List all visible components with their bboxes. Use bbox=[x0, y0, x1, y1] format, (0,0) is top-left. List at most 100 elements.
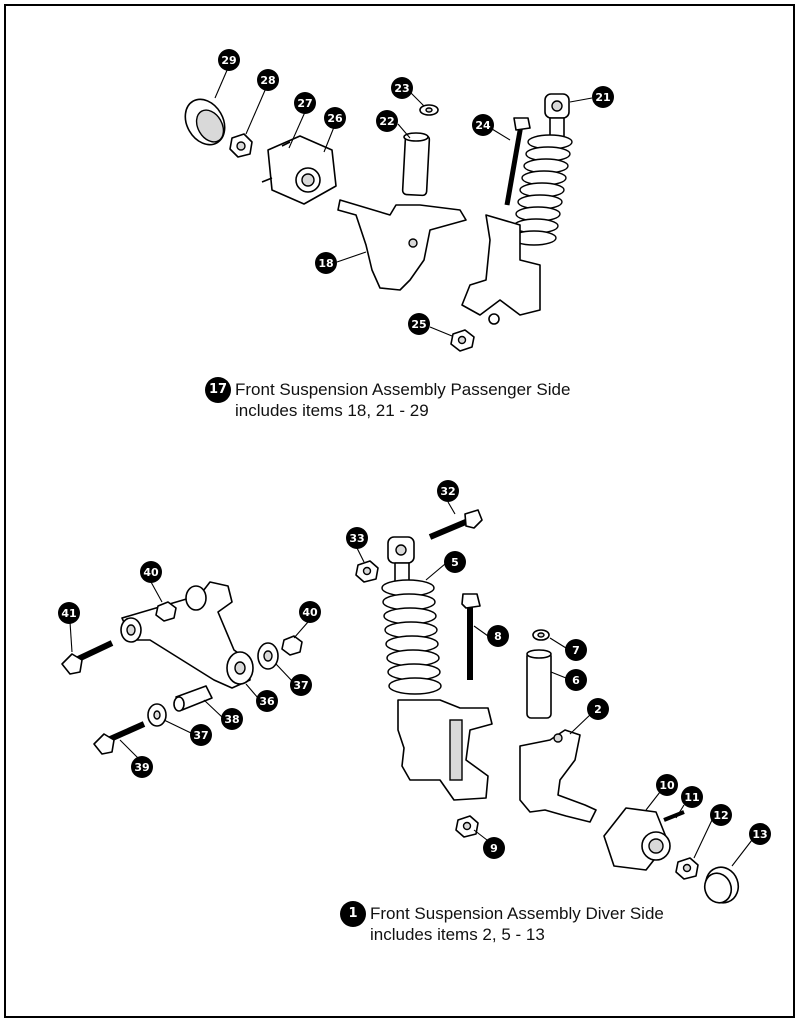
part-nut-9 bbox=[455, 815, 479, 838]
callout-24: 24 bbox=[472, 114, 494, 136]
part-hub-26-27 bbox=[261, 135, 337, 205]
part-bolt-32 bbox=[428, 509, 483, 540]
caption-passenger-items: includes items 18, 21 - 29 bbox=[235, 401, 429, 420]
part-nut-25 bbox=[450, 329, 475, 352]
part-bolt-24 bbox=[504, 117, 531, 206]
part-dust-cap-29 bbox=[184, 98, 226, 146]
assembly-badge-17: 17 bbox=[205, 377, 231, 403]
caption-driver-items: includes items 2, 5 - 13 bbox=[370, 925, 545, 944]
callout-5: 5 bbox=[444, 551, 466, 573]
svg-text:40: 40 bbox=[143, 566, 159, 579]
svg-text:22: 22 bbox=[379, 115, 394, 128]
part-bushing-37-right bbox=[257, 642, 279, 670]
driver-callouts: 32 33 5 40 41 40 8 7 6 37 36 38 37 39 2 … bbox=[58, 480, 771, 859]
callout-38: 38 bbox=[221, 708, 243, 730]
svg-text:26: 26 bbox=[327, 112, 343, 125]
svg-text:12: 12 bbox=[713, 809, 728, 822]
callout-40-right: 40 bbox=[299, 601, 321, 623]
callout-11: 11 bbox=[681, 786, 703, 808]
driver-side-parts bbox=[61, 501, 753, 904]
svg-text:11: 11 bbox=[684, 791, 699, 804]
part-spindle-2 bbox=[519, 729, 597, 823]
part-nut-33 bbox=[355, 560, 379, 583]
passenger-callouts: 29 28 27 26 23 22 24 21 18 25 bbox=[218, 49, 614, 335]
caption-driver-title: Front Suspension Assembly Diver Side bbox=[370, 904, 664, 923]
part-hub-10 bbox=[603, 807, 671, 871]
svg-text:32: 32 bbox=[440, 485, 455, 498]
svg-text:18: 18 bbox=[318, 257, 333, 270]
callout-27: 27 bbox=[294, 92, 316, 114]
part-stud-11 bbox=[663, 810, 685, 822]
part-nut-40-upper bbox=[155, 601, 177, 622]
part-nut-40-right bbox=[281, 635, 303, 656]
part-nut-12 bbox=[675, 857, 699, 880]
svg-text:8: 8 bbox=[494, 630, 502, 643]
callout-29: 29 bbox=[218, 49, 240, 71]
callout-2: 2 bbox=[587, 698, 609, 720]
callout-41: 41 bbox=[58, 602, 80, 624]
callout-28: 28 bbox=[257, 69, 279, 91]
caption-driver-assembly: 1 Front Suspension Assembly Diver Side i… bbox=[340, 901, 740, 951]
part-bolt-41 bbox=[61, 640, 114, 675]
part-kingpin-22 bbox=[401, 132, 431, 197]
svg-text:10: 10 bbox=[659, 779, 675, 792]
svg-text:41: 41 bbox=[61, 607, 76, 620]
svg-text:36: 36 bbox=[259, 695, 275, 708]
callout-40-upper: 40 bbox=[140, 561, 162, 583]
callout-12: 12 bbox=[710, 804, 732, 826]
callout-6: 6 bbox=[565, 669, 587, 691]
part-washer-23 bbox=[419, 104, 439, 116]
part-shock-spring-21 bbox=[461, 93, 573, 325]
svg-text:13: 13 bbox=[752, 828, 767, 841]
callout-32: 32 bbox=[437, 480, 459, 502]
passenger-side-parts bbox=[184, 67, 593, 352]
svg-text:33: 33 bbox=[349, 532, 364, 545]
callout-8: 8 bbox=[487, 625, 509, 647]
part-nut-28 bbox=[229, 133, 253, 158]
svg-text:37: 37 bbox=[293, 679, 308, 692]
callout-10: 10 bbox=[656, 774, 678, 796]
callout-36: 36 bbox=[256, 690, 278, 712]
svg-text:40: 40 bbox=[302, 606, 318, 619]
caption-passenger-assembly: 17 Front Suspension Assembly Passenger S… bbox=[205, 377, 605, 427]
svg-text:39: 39 bbox=[134, 761, 149, 774]
callout-37-right: 37 bbox=[290, 674, 312, 696]
svg-text:29: 29 bbox=[221, 54, 236, 67]
part-kingpin-6 bbox=[526, 649, 552, 719]
svg-text:6: 6 bbox=[572, 674, 580, 687]
part-bolt-39 bbox=[93, 721, 146, 755]
callout-37-lower: 37 bbox=[190, 724, 212, 746]
part-dust-cap-13 bbox=[703, 866, 740, 904]
svg-text:21: 21 bbox=[595, 91, 610, 104]
callout-26: 26 bbox=[324, 107, 346, 129]
svg-text:5: 5 bbox=[451, 556, 459, 569]
svg-text:24: 24 bbox=[475, 119, 491, 132]
svg-text:38: 38 bbox=[224, 713, 239, 726]
callout-9: 9 bbox=[483, 837, 505, 859]
callout-25: 25 bbox=[408, 313, 430, 335]
callout-23: 23 bbox=[391, 77, 413, 99]
svg-text:9: 9 bbox=[490, 842, 498, 855]
part-a-arm-36 bbox=[120, 581, 254, 689]
caption-passenger-title: Front Suspension Assembly Passenger Side bbox=[235, 380, 571, 399]
part-spindle-18 bbox=[337, 199, 467, 291]
diagram-frame bbox=[4, 4, 795, 1018]
callout-33: 33 bbox=[346, 527, 368, 549]
part-washer-7 bbox=[532, 629, 550, 641]
svg-text:37: 37 bbox=[193, 729, 208, 742]
callout-22: 22 bbox=[376, 110, 398, 132]
svg-text:2: 2 bbox=[594, 703, 602, 716]
svg-text:25: 25 bbox=[411, 318, 426, 331]
part-bushing-37-lower bbox=[147, 703, 167, 727]
assembly-badge-1: 1 bbox=[340, 901, 366, 927]
callout-13: 13 bbox=[749, 823, 771, 845]
part-sleeve-38 bbox=[173, 685, 213, 712]
part-bolt-8 bbox=[461, 593, 481, 680]
callout-21: 21 bbox=[592, 86, 614, 108]
callout-7: 7 bbox=[565, 639, 587, 661]
svg-text:28: 28 bbox=[260, 74, 275, 87]
part-shock-spring-5 bbox=[381, 536, 493, 801]
svg-text:23: 23 bbox=[394, 82, 409, 95]
callout-18: 18 bbox=[315, 252, 337, 274]
